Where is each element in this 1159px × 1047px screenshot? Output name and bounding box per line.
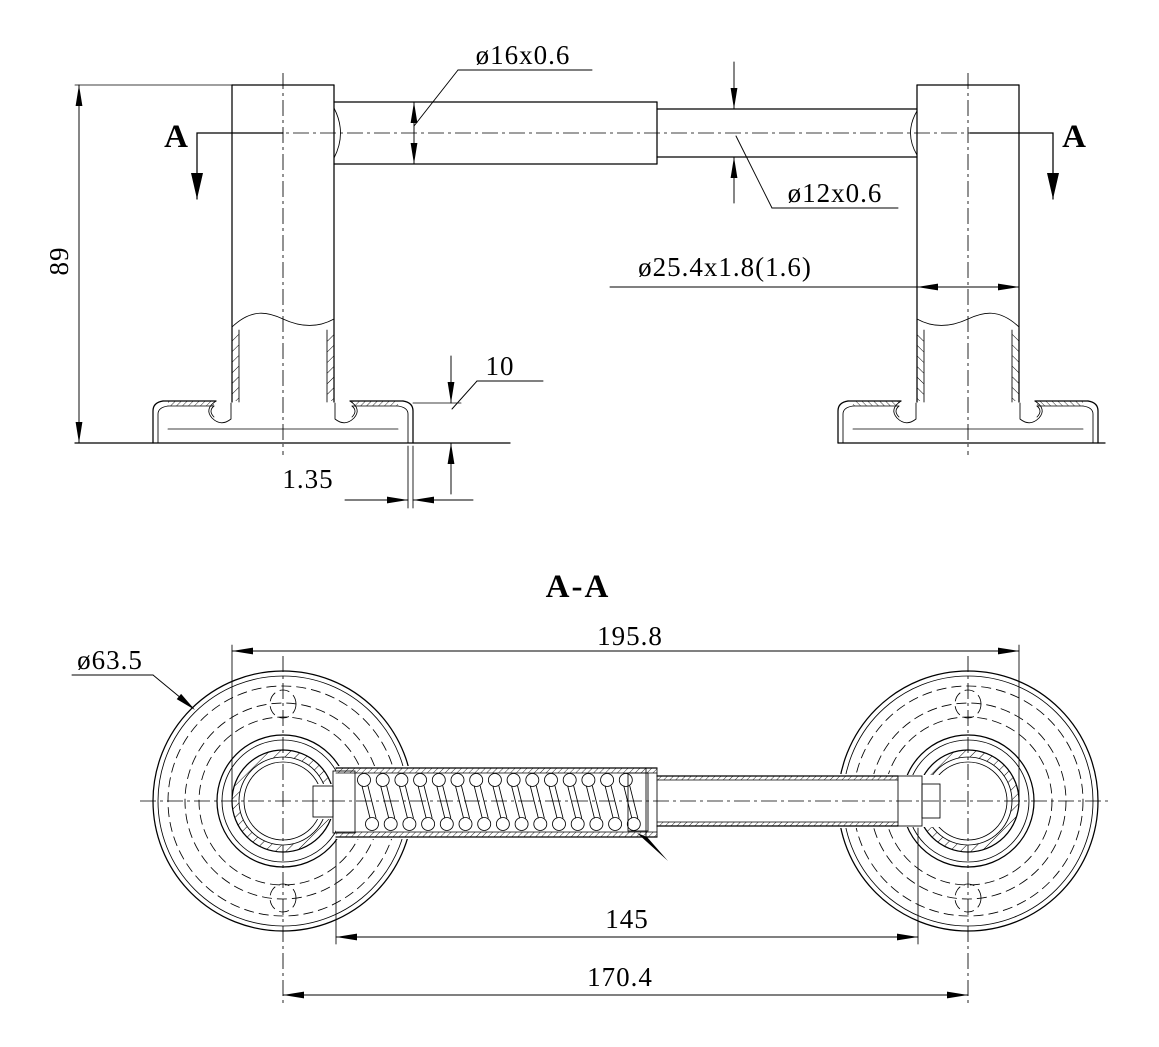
dim-flange-diameter: ø63.5 (71, 645, 194, 709)
dim-rod-small: ø12x0.6 (733, 61, 899, 209)
crimp-mark (637, 833, 668, 861)
dim-post-tube: ø25.4x1.8(1.6) (609, 252, 1020, 288)
dim-rod-large-text: ø16x0.6 (476, 40, 571, 70)
front-view: ø16x0.6 ø12x0.6 ø25.4x1.8(1.6) 89 (44, 40, 1106, 509)
dim-rod-small-text: ø12x0.6 (788, 178, 883, 208)
left-end-plug (312, 770, 356, 834)
dim-height: 89 (44, 84, 233, 444)
section-view: A-A (71, 569, 1112, 1003)
section-marker-right: A (969, 119, 1086, 200)
dim-base-lip: 1.35 (282, 445, 474, 509)
dim-post-tube-text: ø25.4x1.8(1.6) (638, 252, 812, 282)
dim-span-inner: 145 (335, 827, 919, 945)
section-marker-left-text: A (164, 119, 188, 155)
spring (357, 773, 641, 831)
dim-span-inner-text: 145 (605, 904, 649, 934)
section-marker-left: A (164, 119, 284, 200)
dim-rod-large: ø16x0.6 (413, 40, 593, 165)
section-marker-right-text: A (1062, 119, 1086, 155)
tube-large-section (335, 767, 658, 838)
dim-flange-diameter-text: ø63.5 (77, 645, 143, 675)
dim-span-outer: 195.8 (231, 621, 1020, 800)
dim-span-centers-text: 170.4 (587, 962, 653, 992)
tube-small-section (656, 775, 899, 827)
dim-span-outer-text: 195.8 (597, 621, 663, 651)
dim-base-lip-text: 1.35 (282, 464, 333, 494)
dim-base-height: 10 (412, 351, 544, 495)
middle-plug (627, 767, 668, 861)
dimension-arrowheads (75, 85, 1059, 999)
dim-span-centers: 170.4 (282, 962, 969, 996)
dim-height-text: 89 (44, 247, 74, 276)
section-title: A-A (546, 569, 611, 605)
dim-base-height-text: 10 (486, 351, 515, 381)
